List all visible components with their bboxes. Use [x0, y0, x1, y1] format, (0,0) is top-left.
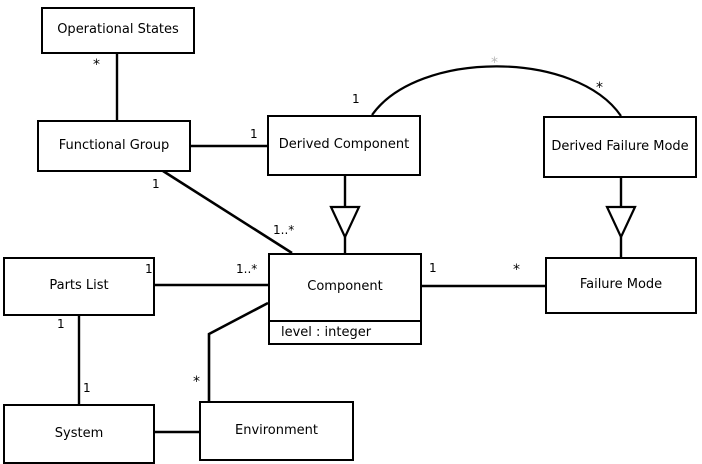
- class-name-failure-mode: Failure Mode: [579, 277, 663, 293]
- edge-functional-group-component: [162, 169, 293, 255]
- generalization-triangle-failure-mode-icon: [605, 205, 637, 240]
- class-box-system[interactable]: System: [3, 404, 155, 464]
- multiplicity-parts-list-system-source: 1: [57, 317, 65, 331]
- multiplicity-derived-component-source: 1: [250, 127, 258, 141]
- multiplicity-parts-list-component-source: 1: [145, 262, 153, 276]
- class-name-operational-states: Operational States: [57, 22, 179, 38]
- class-name-system: System: [54, 425, 104, 441]
- multiplicity-system-parts-list-target: 1: [83, 381, 91, 395]
- class-name-parts-list: Parts List: [49, 278, 109, 294]
- multiplicity-component-failure-mode-target: *: [513, 262, 520, 278]
- multiplicity-curve-peak: *: [491, 55, 498, 71]
- multiplicity-derived-failure-mode-target: *: [596, 80, 603, 96]
- class-box-parts-list[interactable]: Parts List: [3, 257, 155, 316]
- multiplicity-component-environment: *: [193, 374, 200, 390]
- class-box-derived-failure-mode[interactable]: Derived Failure Mode: [543, 116, 697, 178]
- multiplicity-component-failure-mode-source: 1: [429, 261, 437, 275]
- class-box-derived-component[interactable]: Derived Component: [267, 115, 421, 176]
- class-box-component[interactable]: Component level : integer: [268, 253, 422, 345]
- multiplicity-functional-group-component-target: 1..*: [273, 223, 295, 237]
- class-name-environment: Environment: [234, 422, 318, 438]
- generalization-triangle-component-icon: [329, 205, 361, 240]
- class-box-functional-group[interactable]: Functional Group: [37, 120, 191, 172]
- class-name-derived-failure-mode: Derived Failure Mode: [551, 138, 689, 154]
- class-name-derived-component: Derived Component: [278, 137, 410, 153]
- multiplicity-parts-list-component-target: 1..*: [236, 262, 258, 276]
- class-box-failure-mode[interactable]: Failure Mode: [545, 257, 697, 314]
- class-box-environment[interactable]: Environment: [199, 401, 354, 461]
- class-name-component: Component: [307, 279, 383, 295]
- class-name-functional-group: Functional Group: [58, 137, 170, 153]
- edge-component-environment: [207, 301, 269, 401]
- multiplicity-functional-group-derived-component: 1: [352, 92, 360, 106]
- class-attribute-component-level: level : integer: [270, 320, 420, 343]
- edge-derived-component-derived-failure-mode: [371, 65, 622, 117]
- multiplicity-functional-group-component-source: 1: [152, 177, 160, 191]
- multiplicity-operational-states-functional-group: *: [93, 57, 100, 73]
- class-box-operational-states[interactable]: Operational States: [41, 7, 195, 54]
